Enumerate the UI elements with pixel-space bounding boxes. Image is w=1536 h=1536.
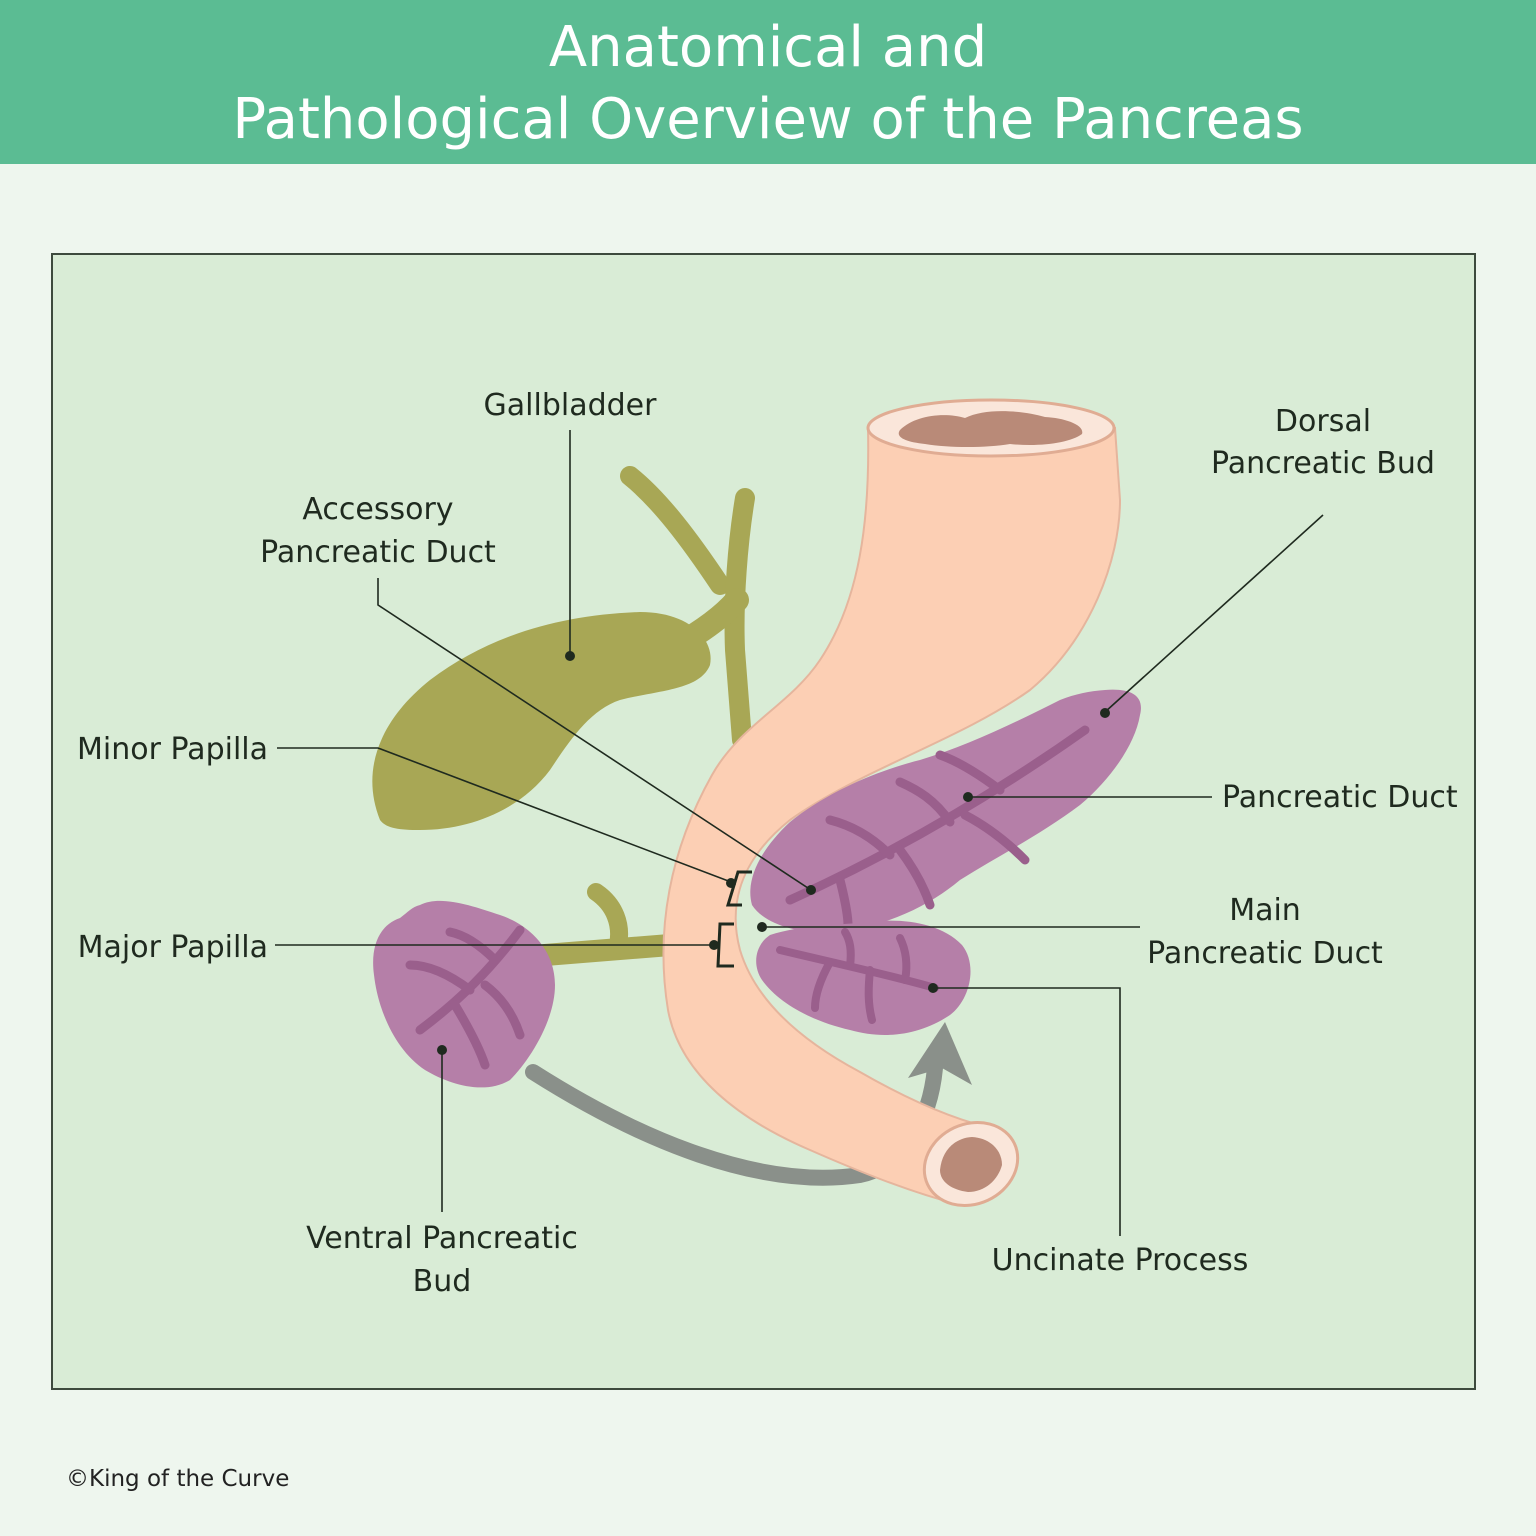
label-main-duct-line-1: Main — [1229, 893, 1301, 928]
label-ventral-bud-line-2: Bud — [413, 1264, 472, 1299]
leader-dots — [437, 651, 1110, 1055]
diagram-panel — [51, 253, 1476, 1390]
copyright-notice: ©King of the Curve — [66, 1466, 290, 1492]
leader-lines — [275, 430, 1324, 1236]
title-banner: Anatomical and Pathological Overview of … — [0, 0, 1536, 164]
dorsal-pancreatic-bud — [750, 689, 1141, 933]
ventral-pancreatic-bud — [373, 900, 555, 1088]
label-accessory-duct-line-1: Accessory — [302, 492, 453, 527]
gallbladder-shape — [372, 612, 711, 830]
label-dorsal-bud-line-1: Dorsal — [1275, 404, 1371, 439]
title-line-2: Pathological Overview of the Pancreas — [232, 87, 1304, 152]
label-accessory-duct-line-2: Pancreatic Duct — [260, 535, 496, 570]
label-uncinate-process: Uncinate Process — [992, 1243, 1249, 1278]
title-line-1: Anatomical and — [548, 15, 988, 80]
label-main-duct-line-2: Pancreatic Duct — [1147, 936, 1383, 971]
label-ventral-bud-line-1: Ventral Pancreatic — [306, 1221, 578, 1256]
uncinate-process-lobe — [756, 920, 971, 1035]
label-gallbladder: Gallbladder — [484, 388, 658, 423]
label-minor-papilla: Minor Papilla — [77, 732, 268, 767]
duodenum — [662, 398, 1122, 1208]
label-dorsal-bud-line-2: Pancreatic Bud — [1211, 446, 1435, 481]
label-major-papilla: Major Papilla — [78, 930, 268, 965]
label-pancreatic-duct: Pancreatic Duct — [1222, 780, 1458, 815]
labels: Gallbladder Accessory Pancreatic Duct Do… — [77, 388, 1458, 1299]
